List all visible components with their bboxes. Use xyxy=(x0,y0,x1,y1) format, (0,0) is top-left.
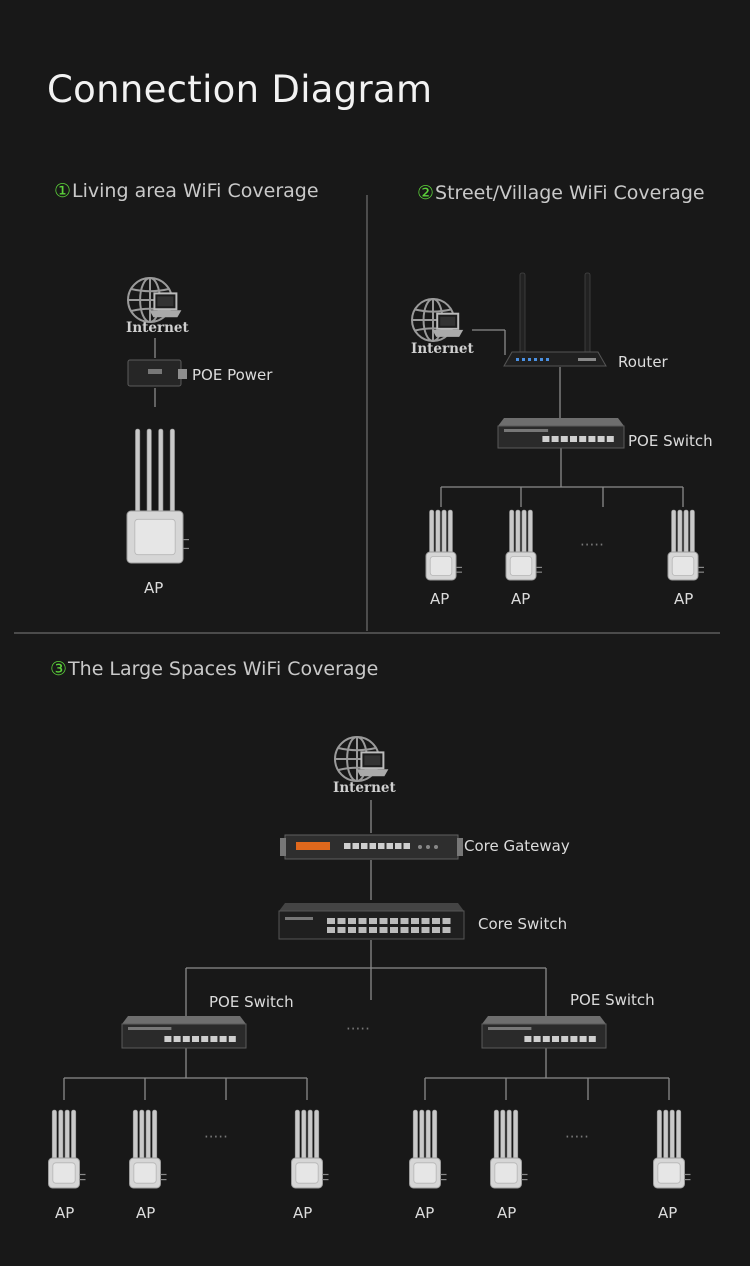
internet-label: Internet xyxy=(126,320,189,336)
switch-icon xyxy=(278,903,465,940)
access-point-icon xyxy=(490,1109,528,1189)
ap-label: AP xyxy=(497,1204,517,1222)
ap-label: AP xyxy=(658,1204,678,1222)
access-point-icon xyxy=(48,1109,86,1189)
access-point-icon xyxy=(126,428,189,564)
access-point-icon xyxy=(409,1109,447,1189)
core-gateway-label: Core Gateway xyxy=(464,837,570,855)
access-point-icon xyxy=(291,1109,329,1189)
internet-label: Internet xyxy=(333,780,396,796)
ap-label: AP xyxy=(430,590,450,608)
poe-switch-label: POE Switch xyxy=(628,432,713,450)
ap-label: AP xyxy=(55,1204,75,1222)
section-title-living: ①Living area WiFi Coverage xyxy=(54,180,319,202)
switch-icon xyxy=(497,418,625,449)
section-number-2: ② xyxy=(417,182,435,204)
ap-label: AP xyxy=(415,1204,435,1222)
ap-label: AP xyxy=(511,590,531,608)
router-icon xyxy=(503,272,607,367)
ap-label: AP xyxy=(144,579,164,597)
access-point-icon xyxy=(667,509,704,581)
switch-icon xyxy=(121,1016,247,1049)
access-point-icon xyxy=(129,1109,167,1189)
globe-laptop-icon xyxy=(334,736,389,782)
gateway-icon xyxy=(280,834,463,860)
ellipsis-label: ····· xyxy=(346,1020,370,1038)
access-point-icon xyxy=(505,509,542,581)
globe-laptop-icon xyxy=(127,277,182,323)
switch-icon xyxy=(481,1016,607,1049)
ap-label: AP xyxy=(293,1204,313,1222)
internet-label: Internet xyxy=(411,341,474,357)
poe-switch-label: POE Switch xyxy=(570,991,655,1009)
access-point-icon xyxy=(653,1109,691,1189)
core-switch-label: Core Switch xyxy=(478,915,568,933)
section-title-large-spaces: ③The Large Spaces WiFi Coverage xyxy=(50,658,379,680)
ap-label: AP xyxy=(674,590,694,608)
section-number-3: ③ xyxy=(50,658,68,680)
ap-label: AP xyxy=(136,1204,156,1222)
ellipsis-label: ····· xyxy=(204,1128,228,1146)
poe-power-label: POE Power xyxy=(192,366,273,384)
poe-switch-label: POE Switch xyxy=(209,993,294,1011)
ellipsis-label: ····· xyxy=(580,536,604,554)
router-label: Router xyxy=(618,353,668,371)
section-number-1: ① xyxy=(54,180,72,202)
section-title-street: ②Street/Village WiFi Coverage xyxy=(417,182,705,204)
page-title: Connection Diagram xyxy=(47,68,433,111)
globe-laptop-icon xyxy=(411,298,464,342)
access-point-icon xyxy=(425,509,462,581)
poe-injector-icon xyxy=(127,359,187,387)
ellipsis-label: ····· xyxy=(565,1128,589,1146)
